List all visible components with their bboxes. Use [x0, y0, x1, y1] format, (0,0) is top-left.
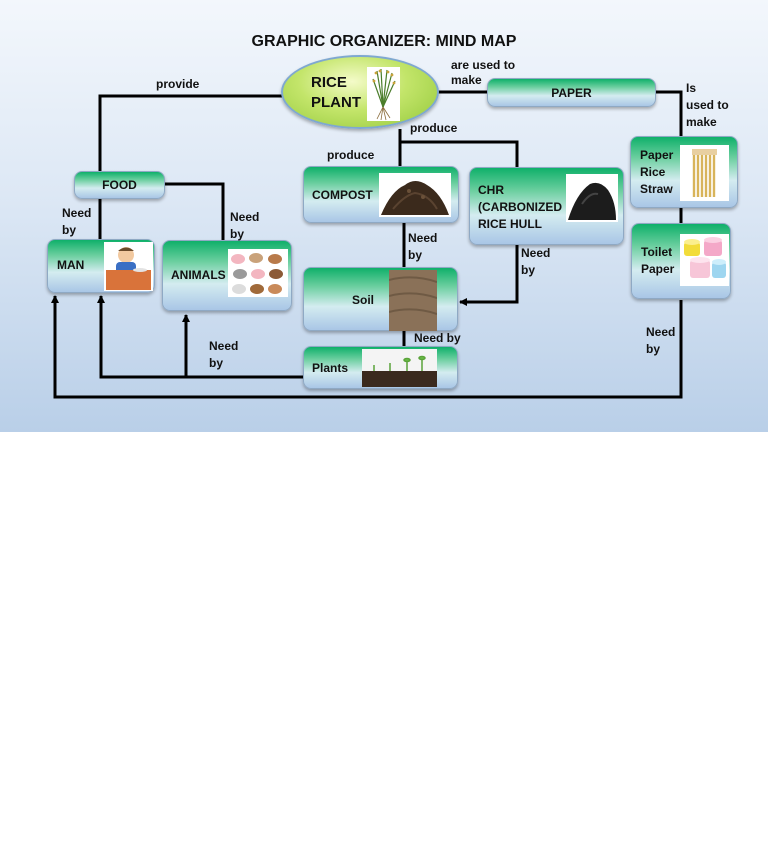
connector-produce-chr — [400, 140, 519, 168]
node-food: FOOD — [74, 171, 165, 199]
paper-label: PAPER — [551, 86, 592, 100]
connector-provide — [98, 94, 283, 172]
connector-paper-straw — [655, 90, 683, 137]
compost-label: COMPOST — [312, 188, 373, 202]
edge-label-are-used-to-make: are used to make — [451, 58, 516, 87]
node-man: MAN — [47, 239, 155, 293]
chr-label: CHR (CARBONIZED RICE HULL — [478, 183, 562, 231]
edge-label-need-by-soil: Need by — [414, 331, 461, 345]
compost-image — [379, 173, 451, 217]
node-toilet-paper: Toilet Paper — [631, 223, 731, 299]
soil-label: Soil — [352, 293, 375, 307]
node-rice-plant: RICE PLANT — [281, 55, 439, 129]
rice-plant-label: RICE PLANT — [311, 74, 361, 111]
node-compost: COMPOST — [303, 166, 459, 223]
node-paper: PAPER — [487, 78, 656, 107]
node-soil: Soil — [303, 267, 458, 331]
food-label: FOOD — [102, 178, 137, 192]
node-plants: Plants — [303, 346, 458, 389]
connector-chr-soil — [459, 245, 519, 306]
edge-label-need-by-animals: Need by — [230, 210, 260, 241]
edge-label-produce-top: produce — [410, 121, 458, 135]
chr-image — [566, 174, 618, 222]
connector-plants-man — [97, 295, 303, 379]
edge-label-provide: provide — [156, 77, 200, 91]
man-label: MAN — [57, 258, 85, 272]
plants-image — [362, 349, 437, 387]
edge-label-is-used-to-make: Is used to make — [686, 81, 729, 129]
rice-plant-icon — [367, 67, 400, 121]
edge-label-produce-compost: produce — [327, 148, 375, 162]
edge-label-need-by-plants: Need by — [209, 339, 239, 370]
animals-label: ANIMALS — [171, 268, 226, 282]
edge-label-need-by-compost: Need by — [408, 231, 438, 262]
toilet-paper-image — [680, 234, 729, 286]
animals-image — [228, 249, 288, 297]
connector-toilet-man — [51, 295, 683, 399]
connector-food-animals — [164, 182, 225, 241]
node-chr: CHR (CARBONIZED RICE HULL — [469, 167, 624, 245]
connector-lines — [51, 90, 683, 399]
soil-image — [389, 270, 437, 331]
node-paper-rice-straw: Paper Rice Straw — [630, 136, 738, 208]
rice-straw-image — [680, 145, 729, 201]
diagram-title: GRAPHIC ORGANIZER: MIND MAP — [251, 33, 517, 50]
toilet-paper-label: Toilet Paper — [641, 245, 675, 276]
mind-map-slide: GRAPHIC ORGANIZER: MIND MAP RICE PLANT P… — [0, 0, 768, 432]
edge-label-need-by-toilet: Need by — [646, 325, 676, 356]
node-animals: ANIMALS — [162, 240, 292, 311]
paper-rice-straw-label: Paper Rice Straw — [640, 148, 674, 196]
man-image — [104, 242, 153, 291]
plants-label: Plants — [312, 361, 349, 375]
edge-label-need-by-chr: Need by — [521, 246, 551, 277]
edge-label-need-by-man: Need by — [62, 206, 92, 237]
